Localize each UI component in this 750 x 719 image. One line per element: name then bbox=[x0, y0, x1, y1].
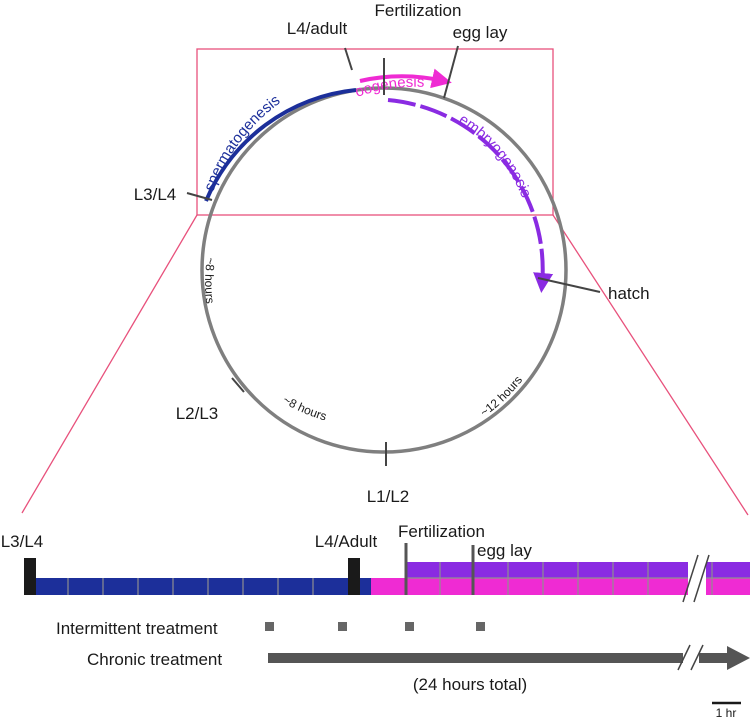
duration-bottom: ~8 hours bbox=[280, 392, 328, 423]
spermatogenesis-label: spermatogenesis bbox=[201, 92, 284, 194]
zoom-line-right bbox=[552, 214, 749, 516]
zoom-line-left bbox=[21, 214, 198, 514]
label-fertilization: Fertilization bbox=[375, 1, 462, 20]
tick-egg-lay bbox=[443, 45, 459, 99]
label-l2-l3: L2/L3 bbox=[176, 404, 219, 423]
spermatogenesis-arc bbox=[204, 88, 357, 202]
axis-break-mark-1 bbox=[682, 554, 699, 603]
axis-break-gap bbox=[688, 558, 706, 600]
chronic-arrow-shaft bbox=[268, 653, 728, 663]
tick-hatch bbox=[537, 277, 601, 293]
marker-l3-l4 bbox=[24, 558, 36, 595]
duration-left: ~8 hours bbox=[202, 257, 218, 305]
duration-right: ~12 hours bbox=[478, 373, 526, 419]
timeline-label-egg-lay: egg lay bbox=[477, 541, 532, 560]
zoom-box bbox=[196, 48, 554, 216]
intermittent-dose-4 bbox=[476, 622, 485, 631]
timeline: L3/L4 L4/Adult Fertilization egg lay Int… bbox=[1, 522, 750, 719]
timeline-label-fertilization: Fertilization bbox=[398, 522, 485, 541]
marker-l4-adult bbox=[348, 558, 360, 595]
tick-l2-l3 bbox=[231, 377, 245, 393]
label-hatch: hatch bbox=[608, 284, 650, 303]
tick-l4-adult bbox=[344, 47, 353, 71]
chronic-treatment-note: (24 hours total) bbox=[413, 675, 527, 694]
intermittent-treatment-label: Intermittent treatment bbox=[56, 619, 218, 638]
intermittent-dose-1 bbox=[265, 622, 274, 631]
timeline-label-l4-adult: L4/Adult bbox=[315, 532, 378, 551]
timeline-label-l3-l4: L3/L4 bbox=[1, 532, 44, 551]
intermittent-dose-2 bbox=[338, 622, 347, 631]
chronic-break-mark-2 bbox=[690, 644, 704, 671]
oogenesis-label: oogenesis bbox=[353, 74, 425, 101]
label-egg-lay: egg lay bbox=[453, 23, 508, 42]
timeline-blue-bar bbox=[33, 578, 371, 595]
embryogenesis-arrow bbox=[387, 98, 554, 293]
chronic-arrow-head bbox=[727, 646, 750, 670]
timeline-pink-bar bbox=[371, 578, 750, 595]
intermittent-dose-3 bbox=[405, 622, 414, 631]
tick-l3-l4 bbox=[186, 192, 213, 201]
chronic-break-mark-1 bbox=[677, 644, 691, 671]
axis-break-mark-2 bbox=[693, 554, 710, 603]
hour-dividers bbox=[67, 562, 750, 595]
label-l4-adult: L4/adult bbox=[287, 19, 348, 38]
scale-bar-label: 1 hr bbox=[716, 706, 737, 719]
oogenesis-arrow bbox=[359, 68, 452, 89]
chronic-treatment-label: Chronic treatment bbox=[87, 650, 222, 669]
label-l1-l2: L1/L2 bbox=[367, 487, 410, 506]
label-l3-l4: L3/L4 bbox=[134, 185, 177, 204]
